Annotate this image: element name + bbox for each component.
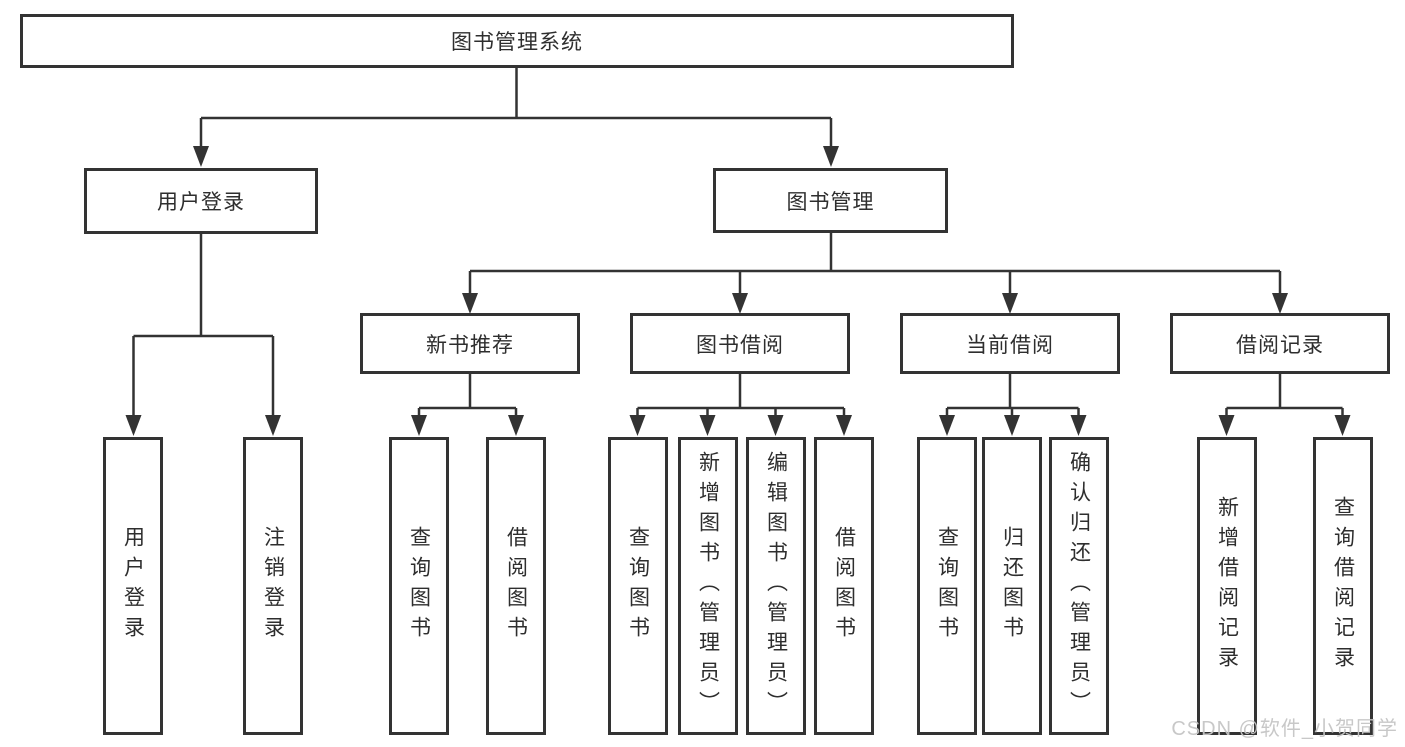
- node-label: 图书管理: [786, 190, 875, 214]
- node-borrowing-records: 借阅记录: [1170, 313, 1390, 374]
- leaf-label: 查询图书: [407, 526, 431, 646]
- leaf-label: 归还图书: [1000, 526, 1024, 646]
- node-library-management-system: 图书管理系统: [20, 14, 1014, 68]
- leaf-add-borrow-record: 新增借阅记录: [1197, 437, 1257, 735]
- leaf-query-books: 查询图书: [608, 437, 668, 735]
- node-label: 图书管理系统: [451, 31, 583, 54]
- node-label: 借阅记录: [1236, 333, 1324, 357]
- leaf-confirm-return-admin: 确认归还（管理员）: [1049, 437, 1109, 735]
- node-label: 新书推荐: [426, 333, 514, 357]
- leaf-borrow-books: 借阅图书: [486, 437, 546, 735]
- node-current-borrowing: 当前借阅: [900, 313, 1120, 374]
- node-label: 用户登录: [157, 191, 245, 214]
- leaf-query-books: 查询图书: [389, 437, 449, 735]
- node-new-book-recommendation: 新书推荐: [360, 313, 580, 374]
- leaf-query-borrow-record: 查询借阅记录: [1313, 437, 1373, 735]
- leaf-label: 新增借阅记录: [1215, 496, 1239, 676]
- leaf-borrow-books: 借阅图书: [814, 437, 874, 735]
- leaf-add-books-admin: 新增图书（管理员）: [678, 437, 738, 735]
- leaf-label: 新增图书（管理员）: [696, 451, 720, 721]
- leaf-label: 注销登录: [261, 526, 285, 646]
- node-label: 当前借阅: [966, 333, 1054, 357]
- leaf-label: 查询借阅记录: [1331, 496, 1355, 676]
- leaf-label: 确认归还（管理员）: [1067, 451, 1091, 721]
- leaf-logout: 注销登录: [243, 437, 303, 735]
- node-user-login: 用户登录: [84, 168, 318, 234]
- leaf-edit-books-admin: 编辑图书（管理员）: [746, 437, 806, 735]
- leaf-return-books: 归还图书: [982, 437, 1042, 735]
- leaf-query-books: 查询图书: [917, 437, 977, 735]
- leaf-label: 编辑图书（管理员）: [764, 451, 788, 721]
- node-book-management: 图书管理: [713, 168, 948, 233]
- leaf-user-login: 用户登录: [103, 437, 163, 735]
- leaf-label: 查询图书: [626, 526, 650, 646]
- node-book-borrowing: 图书借阅: [630, 313, 850, 374]
- leaf-label: 借阅图书: [832, 526, 856, 646]
- leaf-label: 用户登录: [121, 526, 145, 646]
- leaf-label: 借阅图书: [504, 526, 528, 646]
- csdn-watermark: CSDN @软件_小贺同学: [1171, 718, 1398, 740]
- leaf-label: 查询图书: [935, 526, 959, 646]
- node-label: 图书借阅: [696, 333, 784, 357]
